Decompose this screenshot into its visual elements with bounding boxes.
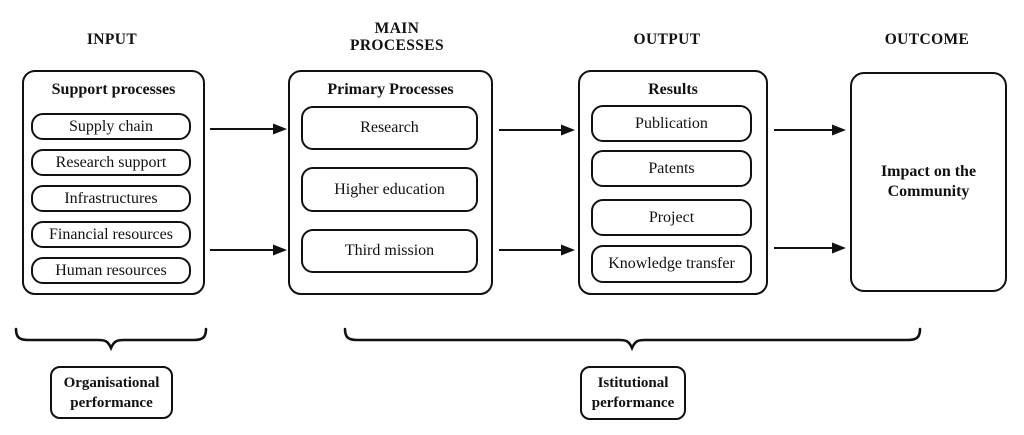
outcome-label-line1: Impact on the bbox=[880, 163, 977, 180]
istitutional-performance-label-box: Istitutional performance bbox=[580, 366, 686, 420]
main-item-label: Higher education bbox=[334, 180, 445, 198]
support-processes-box: Support processes Supply chain Research … bbox=[22, 70, 205, 295]
results-box: Results Publication Patents Project Know… bbox=[578, 70, 768, 295]
column-title-main-processes: MAIN PROCESSES bbox=[327, 20, 467, 54]
output-item-publication: Publication bbox=[591, 105, 752, 142]
input-item-label: Research support bbox=[55, 153, 167, 171]
main-item-research: Research bbox=[301, 106, 478, 150]
output-item-knowledge-transfer: Knowledge transfer bbox=[591, 245, 752, 283]
column-title-main-line1: MAIN bbox=[374, 20, 420, 37]
input-item-human-resources: Human resources bbox=[31, 257, 191, 284]
outcome-impact-box: Impact on the Community bbox=[850, 72, 1007, 292]
support-processes-header: Support processes bbox=[51, 81, 176, 98]
organisational-performance-label-box: Organisational performance bbox=[50, 366, 173, 419]
organisational-performance-line1: Organisational bbox=[63, 374, 160, 391]
organisational-performance-brace bbox=[14, 327, 208, 352]
istitutional-performance-brace bbox=[343, 327, 922, 352]
primary-processes-box: Primary Processes Research Higher educat… bbox=[288, 70, 493, 295]
istitutional-performance-line1: Istitutional bbox=[597, 375, 669, 391]
column-title-main-line2: PROCESSES bbox=[349, 37, 445, 54]
input-item-label: Financial resources bbox=[49, 225, 173, 243]
output-item-label: Project bbox=[648, 208, 695, 226]
arrow-input-to-research bbox=[210, 123, 287, 135]
output-item-label: Knowledge transfer bbox=[608, 255, 735, 272]
main-item-label: Research bbox=[360, 119, 419, 136]
input-item-label: Supply chain bbox=[69, 117, 153, 135]
output-item-project: Project bbox=[591, 199, 752, 236]
istitutional-performance-line2: performance bbox=[591, 395, 675, 411]
column-title-output: OUTPUT bbox=[633, 31, 701, 48]
arrow-research-to-results bbox=[499, 124, 575, 136]
arrow-input-to-third-mission bbox=[210, 244, 287, 256]
main-item-label: Third mission bbox=[344, 242, 435, 259]
arrow-third-mission-to-results bbox=[499, 244, 575, 256]
output-item-label: Patents bbox=[648, 159, 695, 177]
organisational-performance-line2: performance bbox=[70, 394, 153, 411]
output-item-patents: Patents bbox=[591, 150, 752, 187]
column-title-outcome: OUTCOME bbox=[884, 31, 970, 48]
input-item-financial-resources: Financial resources bbox=[31, 221, 191, 248]
outcome-label-line2: Community bbox=[887, 183, 970, 200]
results-header: Results bbox=[648, 81, 698, 98]
input-item-supply-chain: Supply chain bbox=[31, 113, 191, 140]
main-item-third-mission: Third mission bbox=[301, 229, 478, 273]
arrow-results-to-outcome-bottom bbox=[774, 242, 846, 254]
primary-processes-header: Primary Processes bbox=[327, 81, 454, 98]
input-item-label: Infrastructures bbox=[64, 189, 158, 207]
output-item-label: Publication bbox=[635, 114, 708, 132]
main-item-higher-education: Higher education bbox=[301, 167, 478, 212]
input-item-research-support: Research support bbox=[31, 149, 191, 176]
column-title-input: INPUT bbox=[86, 31, 138, 48]
input-item-infrastructures: Infrastructures bbox=[31, 185, 191, 212]
arrow-results-to-outcome-top bbox=[774, 124, 846, 136]
input-item-label: Human resources bbox=[55, 261, 167, 279]
